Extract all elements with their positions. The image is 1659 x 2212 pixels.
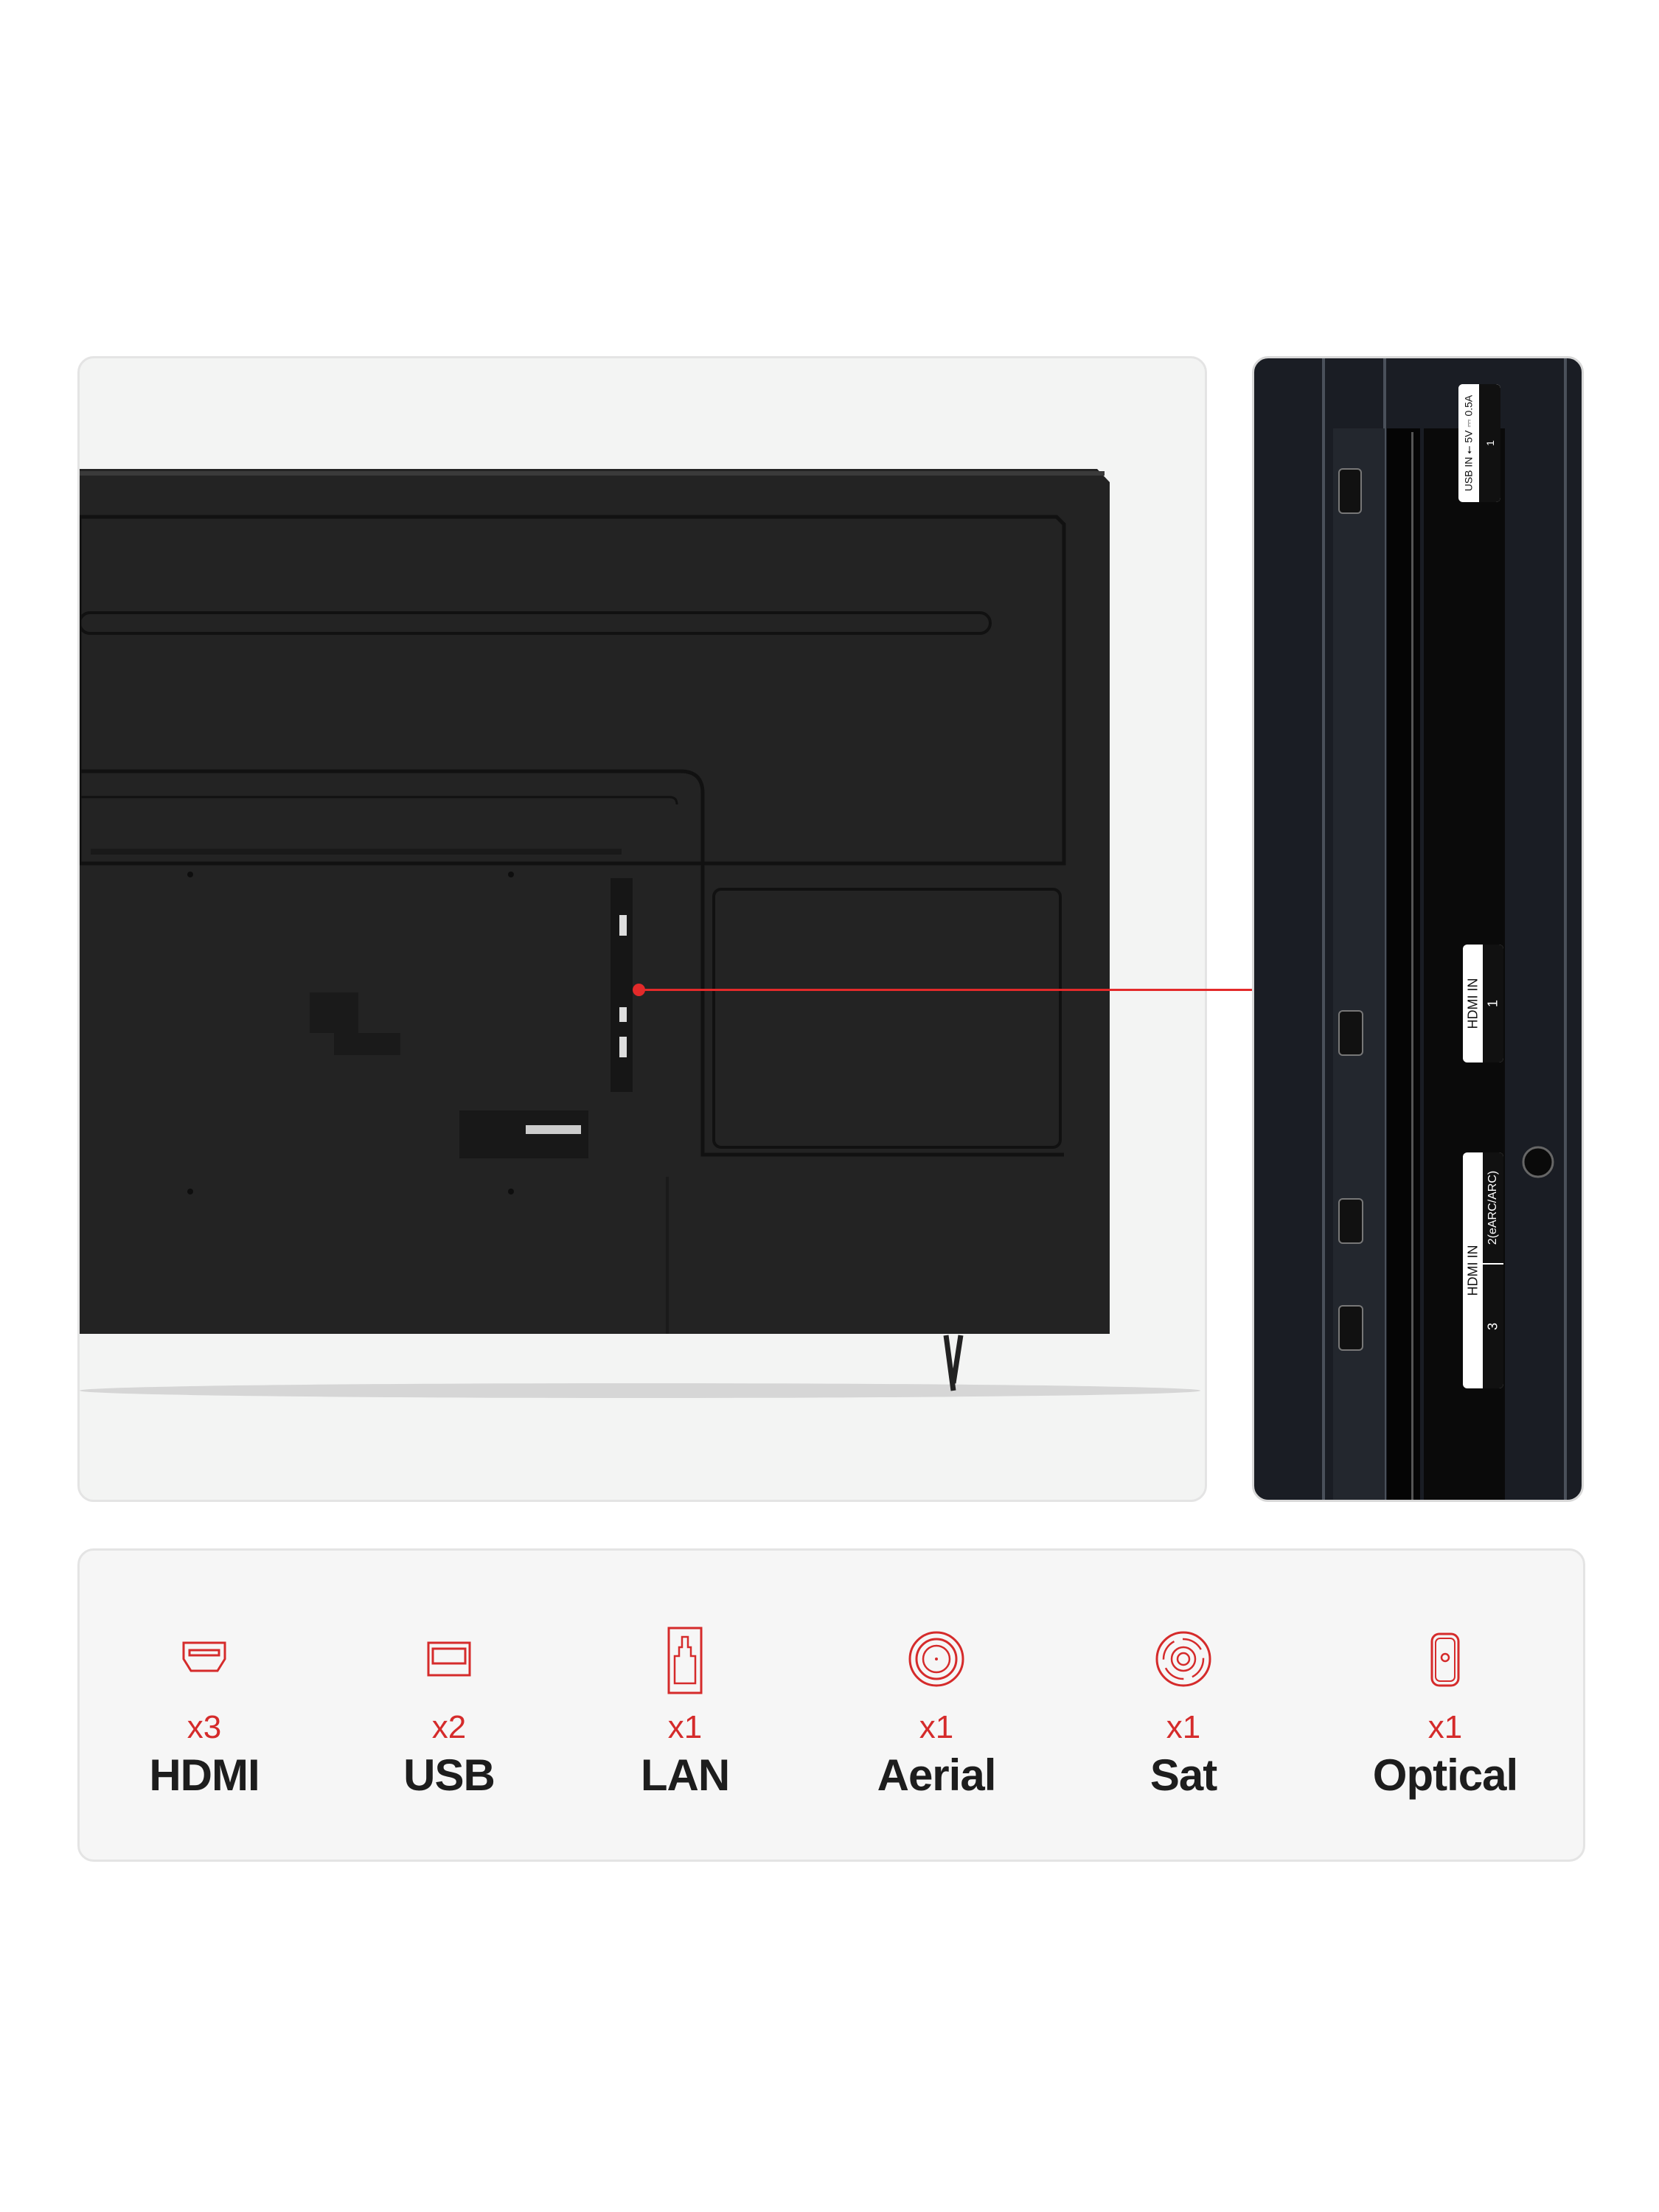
- feature-sat: x1 Sat: [1073, 1551, 1294, 1860]
- feature-label: LAN: [640, 1750, 730, 1800]
- feature-count: x2: [431, 1709, 467, 1745]
- hdmi-in-2-3-title: HDMI IN: [1465, 1245, 1480, 1296]
- feature-hdmi: x3 HDMI: [94, 1551, 315, 1860]
- feature-label: HDMI: [149, 1750, 260, 1800]
- feature-label: USB: [403, 1750, 495, 1800]
- hdmi-in-2-number: 2(eARC/ARC): [1486, 1170, 1499, 1245]
- tv-back-image-panel: [77, 356, 1207, 1502]
- optical-icon: [1430, 1632, 1460, 1687]
- hdmi-in-1-title: HDMI IN: [1465, 978, 1480, 1029]
- feature-aerial: x1 Aerial: [826, 1551, 1047, 1860]
- usb-icon: [427, 1641, 471, 1677]
- usb-in-title: USB IN ⭠ 5V ⎓ 0.5A: [1462, 394, 1475, 492]
- hdmi-icon: [182, 1641, 226, 1672]
- hdmi-in-3-number: 3: [1485, 1322, 1500, 1331]
- ports-closeup-panel: USB IN ⭠ 5V ⎓ 0.5A 1 HDMI IN 1 HDMI IN 2…: [1252, 356, 1584, 1502]
- feature-usb: x2 USB: [338, 1551, 560, 1860]
- usb-in-number: 1: [1484, 440, 1496, 446]
- feature-label: Sat: [1150, 1750, 1217, 1800]
- hdmi-in-2-3-label: HDMI IN 2(eARC/ARC) 3: [1463, 1152, 1503, 1388]
- feature-optical: x1 Optical: [1335, 1551, 1556, 1860]
- feature-count: x3: [187, 1709, 222, 1745]
- sat-icon: [1155, 1631, 1211, 1687]
- feature-count: x1: [1427, 1709, 1463, 1745]
- callout-line: [639, 989, 1252, 991]
- callout-dot: [633, 984, 645, 996]
- usb-in-label: USB IN ⭠ 5V ⎓ 0.5A 1: [1458, 384, 1500, 502]
- feature-count: x1: [919, 1709, 954, 1745]
- aerial-icon: [908, 1631, 964, 1687]
- hdmi-in-1-number: 1: [1485, 999, 1500, 1008]
- feature-lan: x1 LAN: [574, 1551, 796, 1860]
- hdmi-in-1-label: HDMI IN 1: [1463, 945, 1503, 1062]
- ports-closeup-illustration: [1322, 358, 1567, 1500]
- feature-count: x1: [1166, 1709, 1201, 1745]
- lan-icon: [667, 1627, 703, 1694]
- connectivity-summary-panel: x3 HDMI x2 USB x1 LAN x1 Aerial x1 Sat x…: [77, 1548, 1585, 1862]
- feature-count: x1: [667, 1709, 703, 1745]
- feature-label: Optical: [1372, 1750, 1518, 1800]
- tv-rear-illustration: [80, 469, 1200, 1398]
- feature-label: Aerial: [877, 1750, 997, 1800]
